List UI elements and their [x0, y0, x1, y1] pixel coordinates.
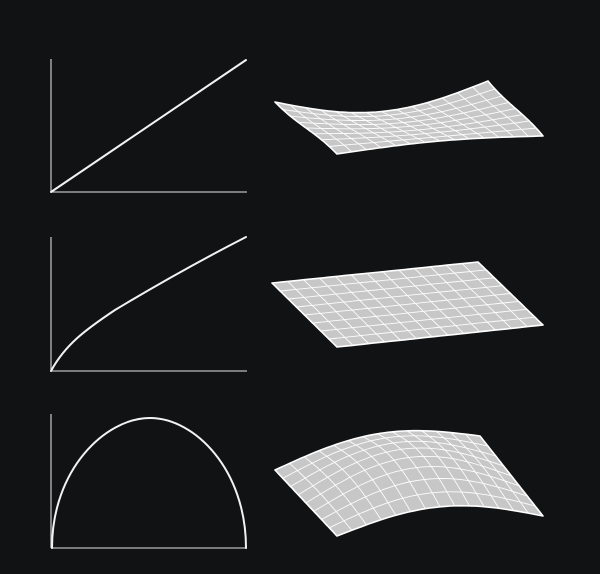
grid-line — [320, 308, 527, 332]
grid-line — [450, 432, 514, 511]
grid-line — [320, 109, 382, 148]
grid-line — [305, 107, 367, 151]
curve-plot-arch — [50, 414, 247, 549]
grid-line — [288, 277, 495, 300]
grid-line — [350, 274, 417, 339]
grid-line — [312, 300, 519, 324]
concave-curve — [50, 236, 247, 372]
curve-plot-concave — [50, 236, 247, 372]
grid-line — [381, 111, 441, 142]
grid-line — [398, 269, 465, 334]
grid-line — [465, 433, 529, 514]
grid-line — [396, 109, 455, 141]
grid-line — [430, 266, 496, 331]
plane-surface — [271, 261, 544, 348]
grid-line — [335, 276, 401, 341]
grid-line — [318, 450, 382, 520]
grid-line — [461, 263, 528, 328]
grid-line — [362, 436, 426, 509]
grid-line — [382, 271, 449, 336]
dome-surface — [274, 429, 544, 537]
grid-line — [414, 268, 480, 333]
grid-line — [280, 269, 487, 292]
grid-line — [328, 316, 535, 340]
grid-line — [442, 97, 500, 138]
grid-line — [377, 433, 441, 508]
grid-line — [333, 444, 397, 516]
grid-line — [457, 92, 514, 138]
grid-line — [287, 281, 354, 346]
grid-line — [347, 440, 411, 512]
grid-line — [472, 86, 529, 137]
grid-line — [296, 285, 503, 308]
grid-line — [366, 112, 426, 143]
grid-line — [335, 111, 397, 147]
curve-plot-linear — [50, 59, 247, 193]
arch-curve — [51, 416, 247, 549]
grid-line — [289, 462, 353, 531]
grid-line — [303, 279, 370, 344]
grid-line — [421, 430, 485, 507]
grid-line — [289, 104, 353, 153]
saddle-surface — [274, 80, 544, 155]
linear-curve — [50, 59, 247, 193]
diagram-panel — [10, 0, 590, 574]
grid-line — [350, 112, 411, 145]
grid-line — [411, 106, 470, 140]
grid-line — [426, 102, 485, 139]
grid-line — [319, 277, 385, 343]
grid-line — [435, 430, 500, 509]
diagram-canvas — [10, 0, 590, 574]
grid-line — [304, 293, 511, 316]
grid-line — [406, 430, 470, 507]
grid-line — [391, 431, 456, 507]
grid-line — [445, 264, 512, 329]
grid-line — [304, 456, 367, 526]
grid-line — [366, 272, 433, 338]
